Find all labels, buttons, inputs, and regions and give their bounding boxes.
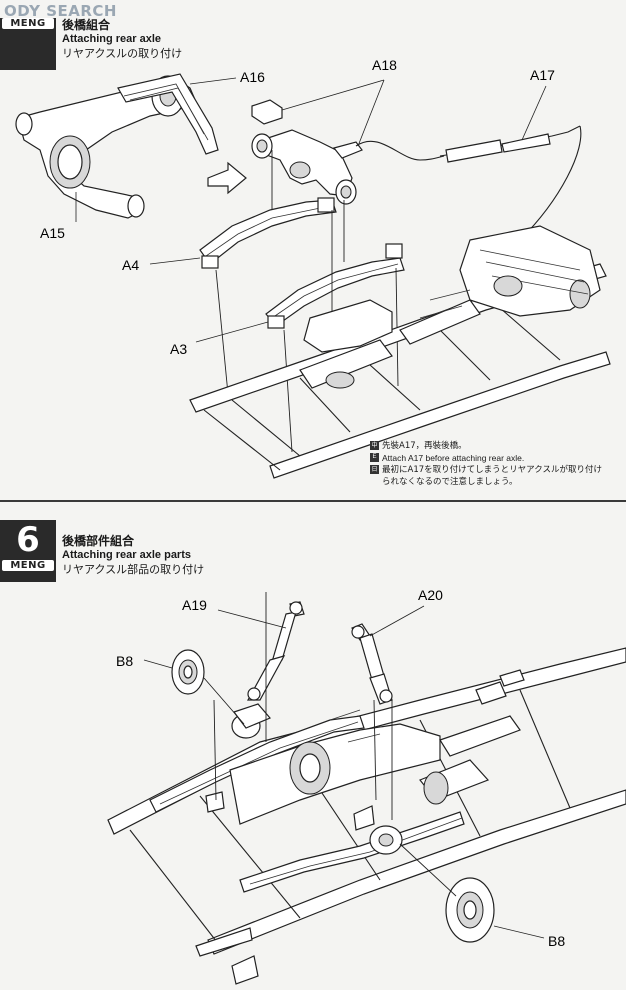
step-5-note: 中 先裝A17，再裝後橋。 E Attach A17 before attach… bbox=[370, 440, 610, 488]
section-divider bbox=[0, 500, 626, 502]
note-text-zh: 先裝A17，再裝後橋。 bbox=[382, 441, 467, 451]
callout-a16: A16 bbox=[240, 69, 265, 85]
part-b8-hub-top bbox=[171, 649, 205, 695]
callout-a15: A15 bbox=[40, 225, 65, 241]
step-6-title: 後橋部件組合 Attaching rear axle parts リヤアクスル部… bbox=[62, 532, 204, 577]
part-a18-group bbox=[251, 99, 363, 205]
step-6-badge: 6 MENG bbox=[0, 520, 56, 582]
note-text-ja: 最初にA17を取り付けてしまうとリヤアクスルが取り付けられなくなるので注意しまし… bbox=[382, 465, 602, 487]
step-5-badge: MENG bbox=[0, 18, 56, 70]
alignment-lines bbox=[215, 150, 399, 453]
step-6-brand-logo: MENG bbox=[2, 560, 54, 571]
step-5-title-en: Attaching rear axle bbox=[62, 33, 162, 45]
callout-a17: A17 bbox=[530, 67, 555, 83]
part-a15-axle bbox=[15, 73, 219, 219]
note-row-zh: 中 先裝A17，再裝後橋。 bbox=[370, 440, 610, 452]
part-a20-shock bbox=[351, 623, 393, 705]
step-6-title-en: Attaching rear axle parts bbox=[62, 549, 191, 561]
step-5-title: 後橋組合 Attaching rear axle リヤアクスルの取り付け bbox=[62, 16, 182, 61]
step-6-number: 6 bbox=[16, 520, 40, 560]
callout-b8-top: B8 bbox=[116, 653, 133, 669]
part-a4-leaf-spring bbox=[199, 197, 337, 269]
note-flag-en: E bbox=[370, 453, 379, 462]
callout-a18: A18 bbox=[372, 57, 397, 73]
callout-a20: A20 bbox=[418, 587, 443, 603]
step-6-title-ja: リヤアクスル部品の取り付け bbox=[62, 563, 205, 576]
callout-a19: A19 bbox=[182, 597, 207, 613]
chassis-frame-bottom bbox=[107, 647, 626, 985]
step-5-brand-logo: MENG bbox=[2, 18, 54, 29]
note-flag-ja: 日 bbox=[370, 465, 379, 474]
step-6-title-zh: 後橋部件組合 bbox=[62, 534, 135, 548]
watermark-text: ODY SEARCH bbox=[4, 2, 117, 20]
part-a3-leaf-spring bbox=[265, 243, 405, 329]
assembly-arrow-icon bbox=[207, 161, 247, 195]
step-5-diagram: A16 A18 A17 A15 A4 A3 bbox=[15, 57, 611, 479]
note-row-ja: 日 最初にA17を取り付けてしまうとリヤアクスルが取り付けられなくなるので注意し… bbox=[370, 464, 610, 488]
note-text-en: Attach A17 before attaching rear axle. bbox=[382, 453, 525, 463]
callout-a3: A3 bbox=[170, 341, 187, 357]
step-5-title-zh: 後橋組合 bbox=[62, 18, 111, 32]
callout-a4: A4 bbox=[122, 257, 139, 273]
note-flag-zh: 中 bbox=[370, 441, 379, 450]
chassis-frame-top bbox=[189, 225, 611, 479]
step-5-title-ja: リヤアクスルの取り付け bbox=[62, 47, 183, 60]
callout-b8-bottom: B8 bbox=[548, 933, 565, 949]
part-b8-hub-bottom bbox=[445, 877, 495, 943]
note-row-en: E Attach A17 before attaching rear axle. bbox=[370, 452, 610, 464]
part-a19-shock bbox=[246, 601, 305, 701]
